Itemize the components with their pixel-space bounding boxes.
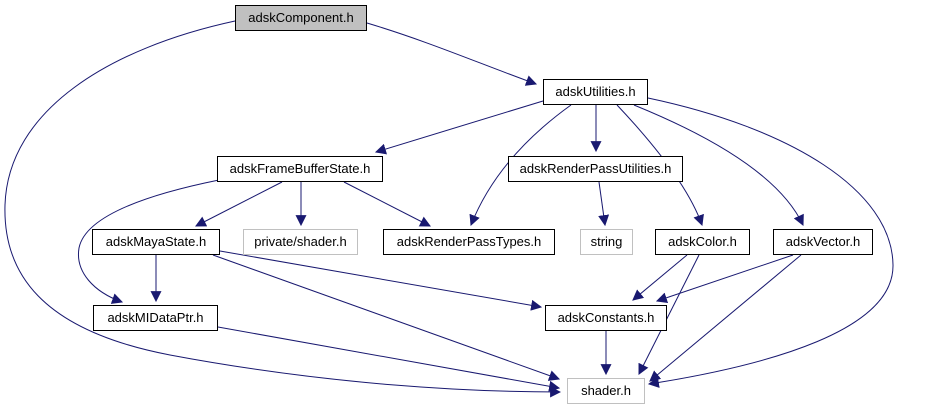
- node-adskmayastate-h[interactable]: adskMayaState.h: [92, 229, 220, 255]
- node-adskutilities-h[interactable]: adskUtilities.h: [543, 79, 648, 105]
- node-string: string: [580, 229, 633, 255]
- node-adskvector-h[interactable]: adskVector.h: [773, 229, 873, 255]
- edge-adskcomponent-h-to-shader-h: [4, 20, 562, 398]
- node-private-shader-h: private/shader.h: [243, 229, 358, 255]
- edge-adskframebufferstate-h-to-adskmayastate-h: [195, 181, 283, 227]
- node-adskconstants-h[interactable]: adskConstants.h: [545, 305, 667, 331]
- edge-adskutilities-h-to-shader-h: [647, 97, 894, 388]
- node-adskcolor-h[interactable]: adskColor.h: [655, 229, 750, 255]
- node-adskmidataptr-h[interactable]: adskMIDataPtr.h: [93, 305, 218, 331]
- node-adskrenderpasstypes-h[interactable]: adskRenderPassTypes.h: [383, 229, 555, 255]
- edge-adskmayastate-h-to-shader-h: [212, 254, 561, 381]
- edge-adskcolor-h-to-adskconstants-h: [632, 254, 688, 301]
- edge-adskutilities-h-to-adskframebufferstate-h: [374, 100, 544, 155]
- edge-adskutilities-h-to-adskvector-h: [633, 104, 804, 226]
- edge-adskvector-h-to-shader-h: [649, 254, 802, 382]
- node-adskrenderpassutilities-h[interactable]: adskRenderPassUtilities.h: [508, 156, 683, 182]
- edge-adskcomponent-h-to-adskutilities-h: [366, 22, 538, 86]
- edge-adskframebufferstate-h-to-adskrenderpasstypes-h: [343, 181, 431, 227]
- node-shader-h: shader.h: [567, 378, 645, 404]
- edge-adskframebufferstate-h-to-adskmidataptr-h: [77, 179, 220, 304]
- node-adskcomponent-h: adskComponent.h: [235, 5, 367, 31]
- edge-adskcolor-h-to-shader-h: [638, 254, 700, 375]
- edge-adskrenderpassutilities-h-to-string: [598, 181, 610, 227]
- edge-adskmidataptr-h-to-shader-h: [217, 326, 561, 392]
- edge-adskutilities-h-to-adskrenderpasstypes-h: [469, 104, 572, 227]
- edge-adskvector-h-to-adskconstants-h: [655, 254, 794, 304]
- edge-adskmayastate-h-to-adskconstants-h: [219, 250, 543, 311]
- node-adskframebufferstate-h[interactable]: adskFrameBufferState.h: [217, 156, 383, 182]
